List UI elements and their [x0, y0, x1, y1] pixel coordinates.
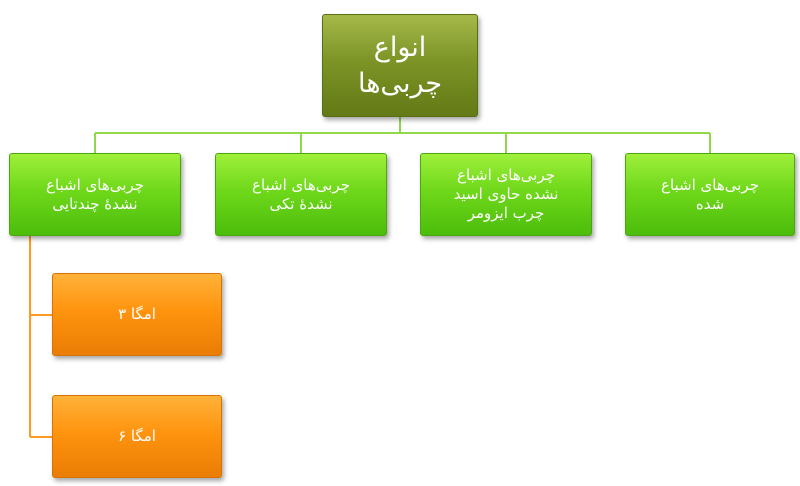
- category-saturated: چربی‌های اشباع شده: [625, 153, 795, 236]
- subcategory-omega-3: امگا ۳: [52, 273, 222, 356]
- category-trans-fat: چربی‌های اشباع نشده حاوی اسید چرب ایزومر: [420, 153, 592, 236]
- category-monounsaturated: چربی‌های اشباع نشدهٔ تکی: [215, 153, 387, 236]
- root-node: انواع چربی‌ها: [322, 14, 478, 117]
- subcategory-omega-6: امگا ۶: [52, 395, 222, 478]
- category-polyunsaturated: چربی‌های اشباع نشدهٔ چندتایی: [9, 153, 181, 236]
